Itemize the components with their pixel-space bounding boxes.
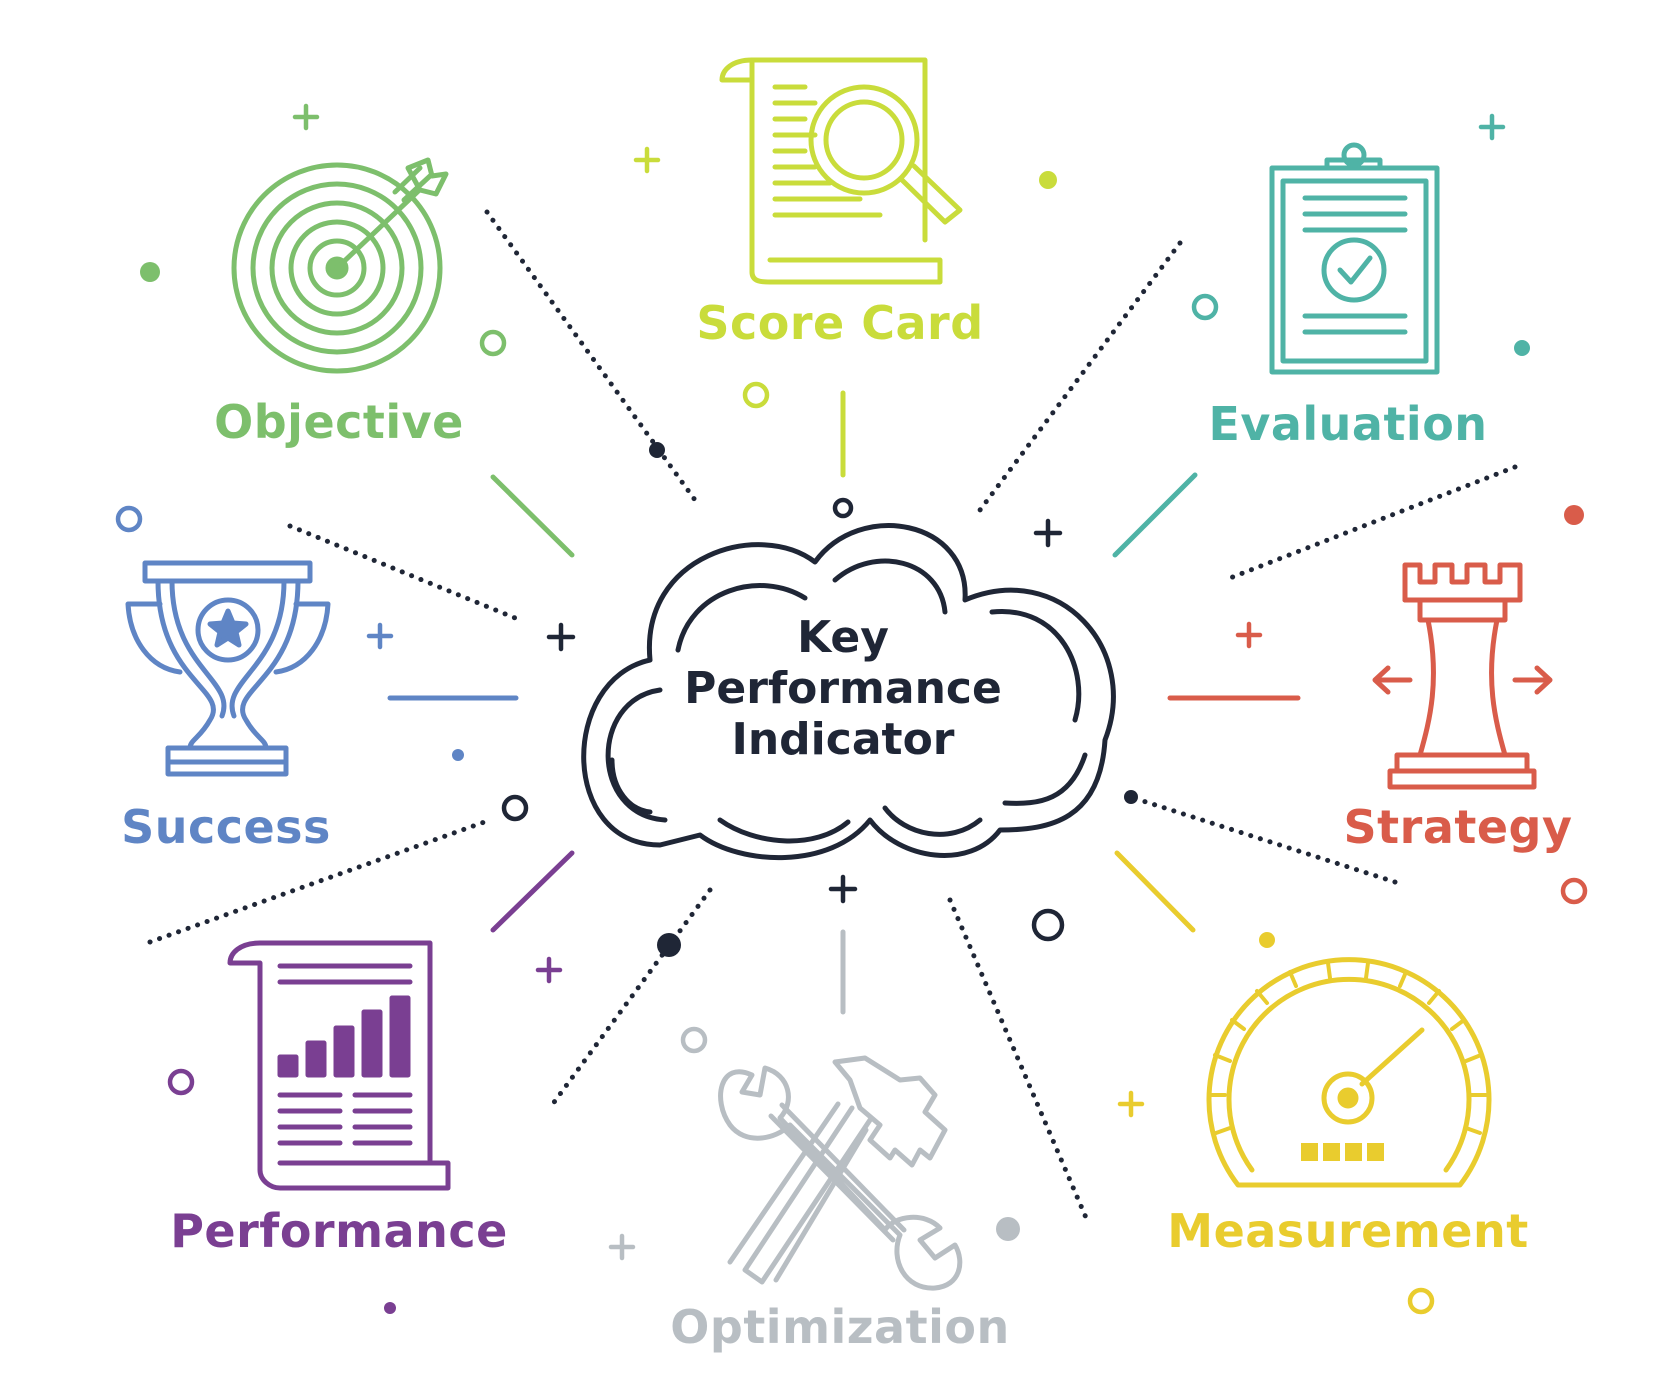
label-score-card: Score Card	[696, 296, 984, 350]
cloud-icon	[581, 523, 1116, 861]
label-measurement: Measurement	[1167, 1204, 1529, 1258]
label-optimization: Optimization	[670, 1300, 1010, 1354]
solid-spokes	[387, 390, 1301, 1015]
label-strategy: Strategy	[1343, 800, 1573, 854]
label-objective: Objective	[214, 395, 464, 449]
connector-optimization-left	[549, 887, 713, 1108]
wrench-hammer-icon	[718, 1055, 963, 1291]
decorations	[115, 103, 1588, 1315]
gauge-icon	[1206, 957, 1492, 1188]
connector-performance	[147, 817, 493, 945]
connector-objective	[484, 209, 698, 503]
chess-rook-icon	[1372, 562, 1553, 790]
connector-optimization-right	[947, 897, 1090, 1223]
center-title: Key Performance Indicator	[684, 612, 1002, 765]
label-evaluation: Evaluation	[1208, 397, 1488, 451]
label-performance: Performance	[170, 1204, 508, 1258]
spoke-performance	[490, 850, 575, 933]
connector-measurement	[1137, 797, 1398, 885]
connector-strategy	[1222, 464, 1518, 583]
spoke-evaluation	[1112, 472, 1198, 558]
bar-report-icon	[227, 940, 451, 1191]
trophy-icon	[125, 560, 331, 777]
clipboard-check-icon	[1269, 142, 1440, 375]
target-icon	[231, 157, 449, 374]
spoke-measurement	[1114, 850, 1196, 933]
connector-success	[287, 523, 523, 623]
center-title-line-1: Key	[797, 612, 889, 663]
dotted-connectors	[147, 209, 1518, 1223]
spoke-objective	[490, 474, 575, 558]
connector-evaluation	[977, 240, 1183, 513]
scorecard-magnifier-icon	[719, 57, 963, 285]
center-title-line-2: Performance	[684, 663, 1002, 714]
label-success: Success	[121, 800, 331, 854]
center-title-line-3: Indicator	[731, 714, 955, 765]
